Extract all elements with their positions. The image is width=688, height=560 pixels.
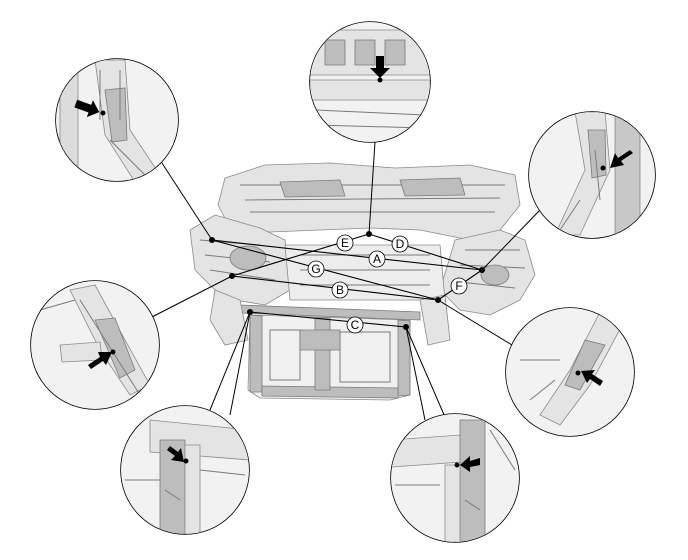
label-g: G xyxy=(311,262,320,276)
detail-view-upper-left xyxy=(55,58,179,182)
detail-view-left-side xyxy=(30,280,160,410)
measuring-point xyxy=(229,273,235,279)
label-c: C xyxy=(351,318,360,332)
measuring-point xyxy=(435,297,441,303)
arrow-icon xyxy=(460,456,480,472)
arrow-icon xyxy=(610,150,633,168)
label-a: A xyxy=(373,252,381,266)
measuring-point xyxy=(209,237,215,243)
leader-lines xyxy=(149,141,541,421)
label-f: F xyxy=(455,279,462,293)
measuring-point xyxy=(247,309,253,315)
label-e: E xyxy=(341,236,349,250)
vehicle-front-body xyxy=(189,162,536,401)
arrow-icon xyxy=(74,99,100,118)
dimension-line-g xyxy=(211,239,439,301)
arrow-icon xyxy=(88,352,112,369)
measuring-point xyxy=(366,231,372,237)
dimension-labels: A B C D E F G xyxy=(307,234,468,334)
dimension-line-a xyxy=(211,239,483,271)
detail-view-upper-right xyxy=(528,111,656,239)
label-d: D xyxy=(396,237,405,251)
arrow-icon xyxy=(370,56,390,78)
measuring-point xyxy=(403,324,409,330)
dimension-line-c xyxy=(249,311,407,328)
detail-view-top-center xyxy=(309,21,431,143)
measuring-point xyxy=(479,267,485,273)
detail-view-lower-left xyxy=(120,405,250,535)
detail-view-right-side xyxy=(505,307,635,437)
arrow-icon xyxy=(581,370,603,386)
dimension-line-d xyxy=(368,233,483,271)
arrow-icon xyxy=(167,446,184,462)
label-b: B xyxy=(336,283,344,297)
detail-view-lower-right xyxy=(390,413,520,543)
